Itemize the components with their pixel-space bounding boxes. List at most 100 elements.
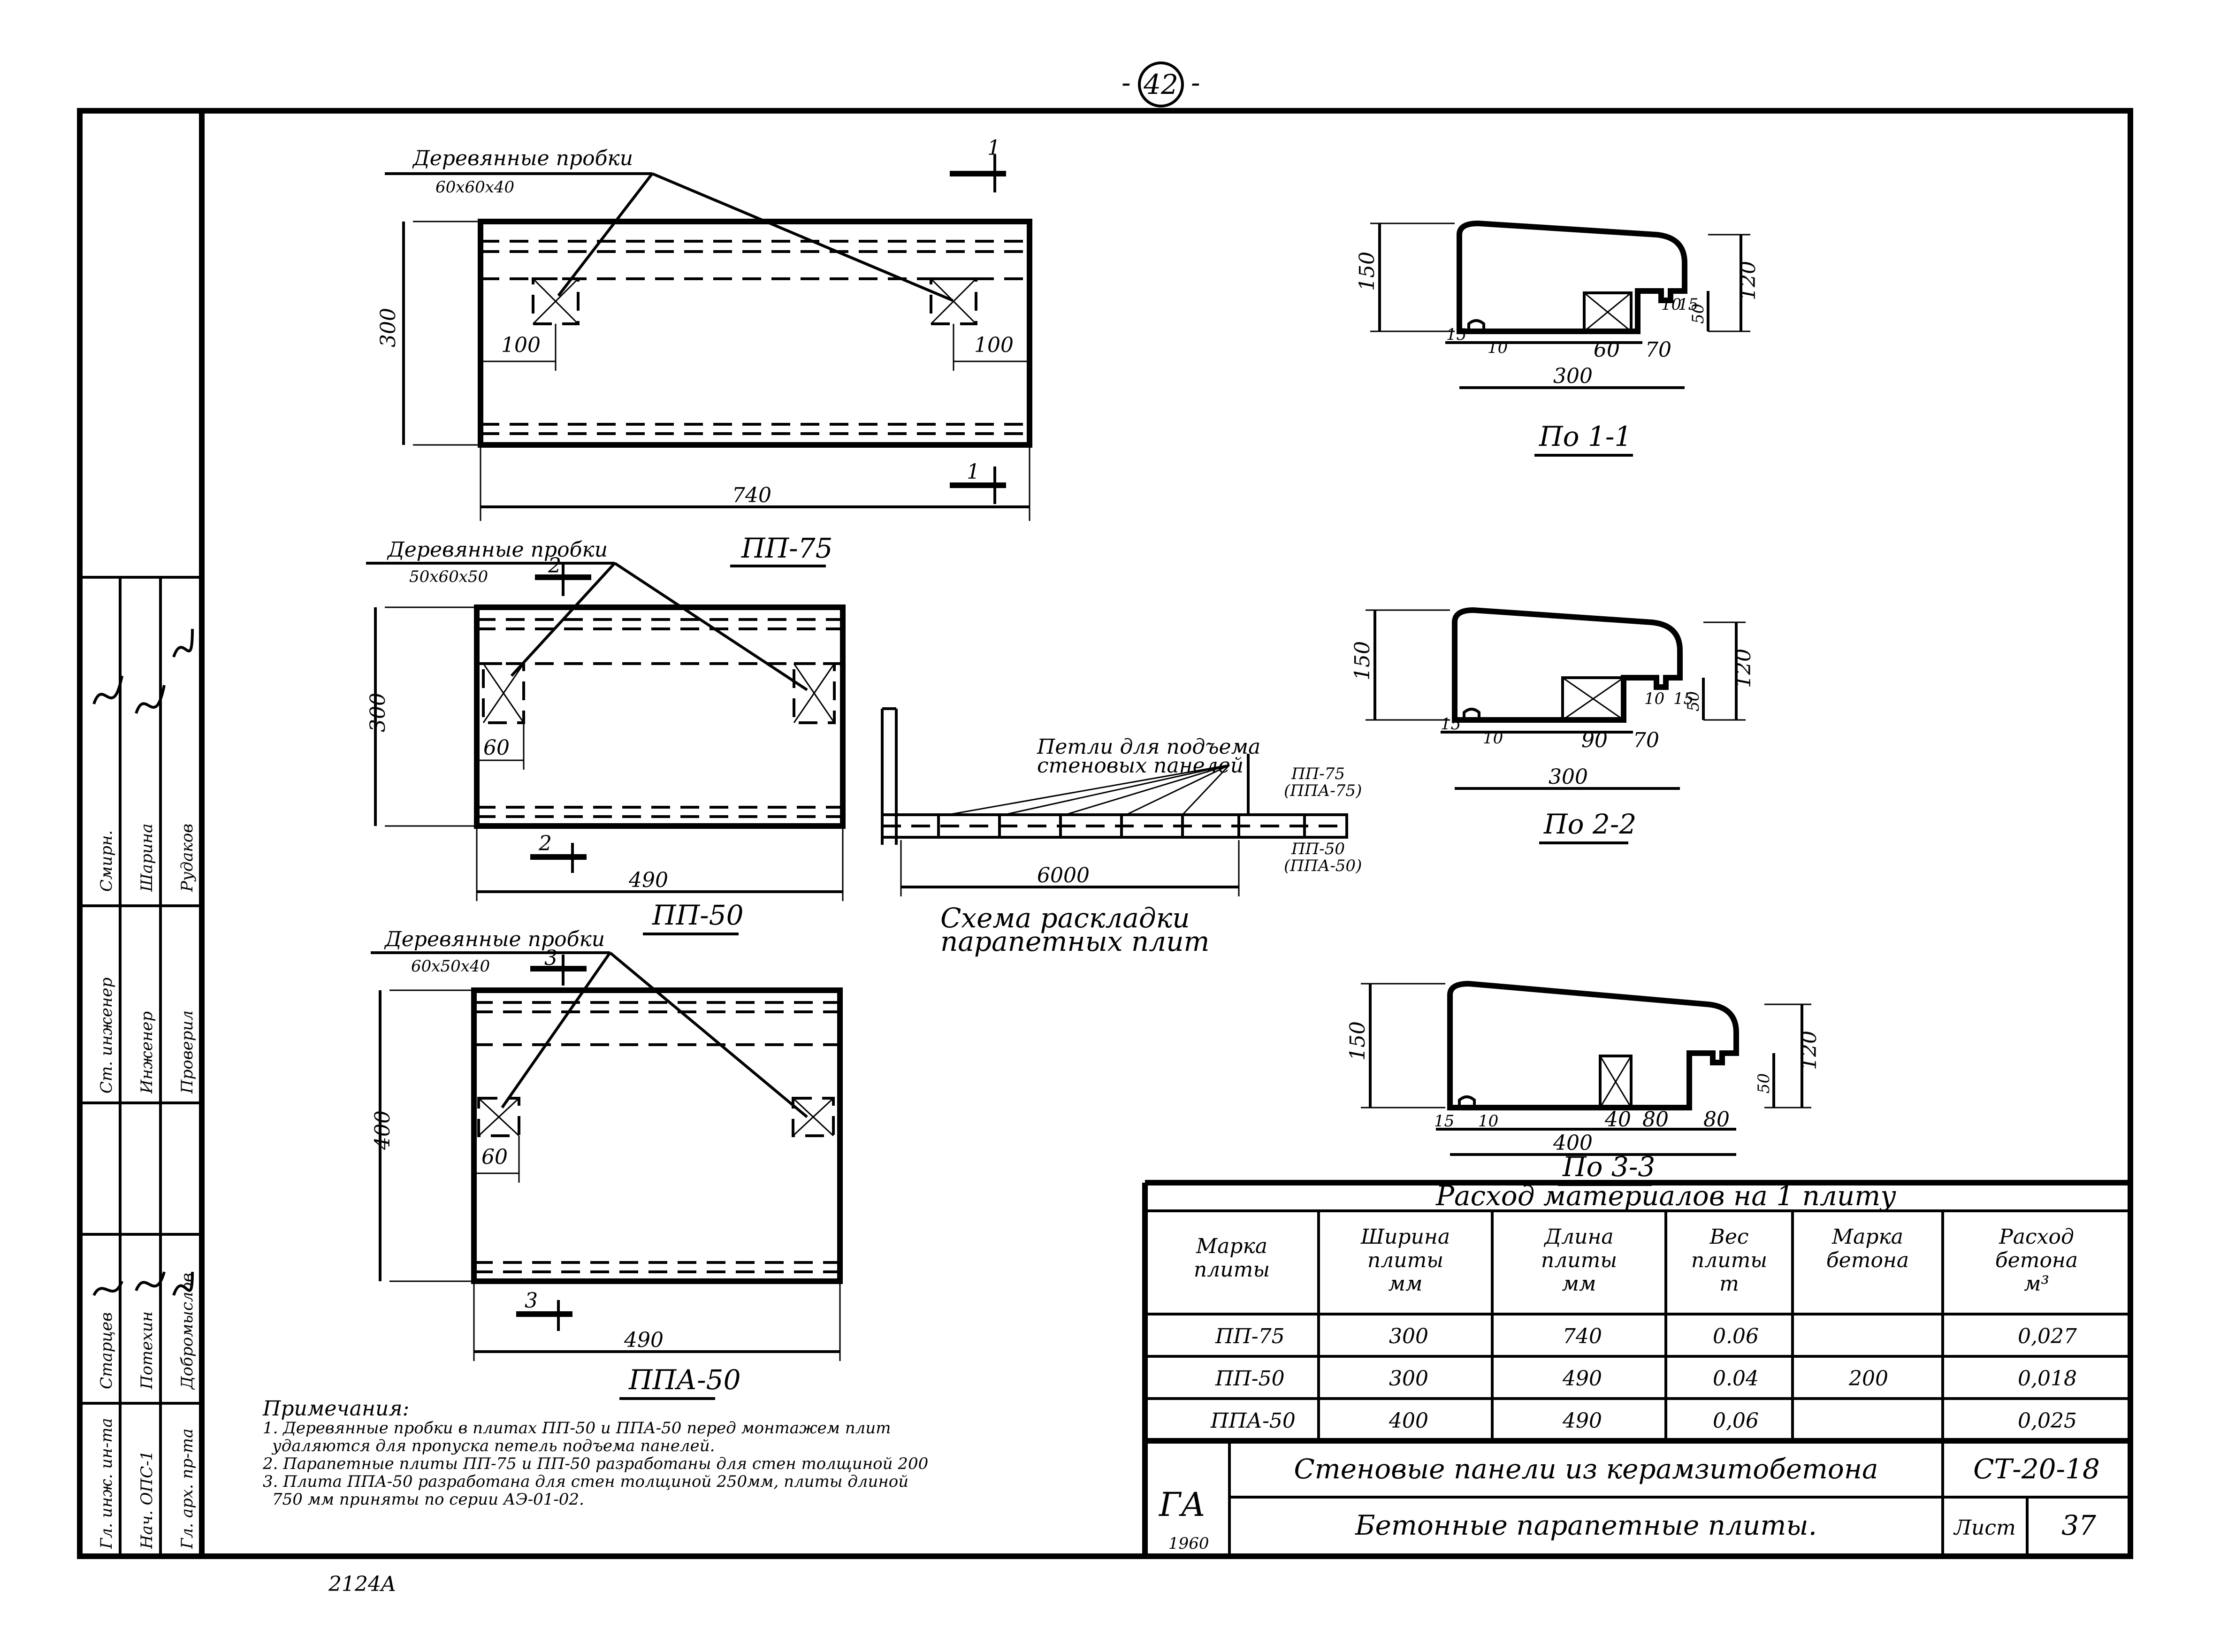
sec3-dim-150: 150 xyxy=(1346,1021,1370,1061)
page-number-circle xyxy=(1138,61,1184,107)
scheme-title-1: Схема раскладки xyxy=(940,902,1190,934)
page-number-dash-left: - xyxy=(1122,67,1131,99)
sec1-dim-10: 10 xyxy=(1488,338,1508,357)
th-grade-1: Марка xyxy=(1831,1225,1903,1249)
title-sheet-label: Лист xyxy=(1953,1516,2015,1540)
ppa50-section-mark-top: 3 xyxy=(544,946,557,970)
sec1-dim-150: 150 xyxy=(1355,252,1379,291)
sec1-dim-15b: 15 xyxy=(1678,295,1698,314)
pp50-plugs-label: Деревянные пробки xyxy=(387,538,608,562)
pp75-plug-left xyxy=(532,277,580,325)
scheme-dim: 6000 xyxy=(1037,864,1090,887)
table-row-2-width: 300 xyxy=(1389,1367,1428,1391)
title-block: ГА 1960 Стеновые панели из керамзитобето… xyxy=(1158,1441,2130,1556)
pp50-dim-height: 300 xyxy=(366,693,390,732)
pp75-plugs-size: 60x60x40 xyxy=(435,178,514,197)
table-row-3-length: 490 xyxy=(1562,1409,1602,1433)
table-row-2-length: 490 xyxy=(1562,1367,1602,1391)
sec2-dim-50: 50 xyxy=(1684,691,1703,711)
stamp-role-2: Нач. ОПС-1 xyxy=(137,1451,156,1549)
sec1-dim-120: 120 xyxy=(1736,261,1760,300)
th-length-1: Длина xyxy=(1543,1225,1613,1249)
sec2-dim-70: 70 xyxy=(1633,728,1659,752)
stamp-name-1: Старцев xyxy=(97,1312,116,1389)
note-line-1: 1. Деревянные пробки в плитах ПП-50 и ПП… xyxy=(263,1419,891,1438)
ppa50-plugs-size: 60x50x40 xyxy=(411,957,490,976)
ppa50-title: ППА-50 xyxy=(628,1364,741,1396)
pp50-outline xyxy=(474,604,846,829)
sec2-dim-15: 15 xyxy=(1441,715,1461,734)
side-stamp: Гл. инж. ин-та Нач. ОПС-1 Гл. арх. пр-та… xyxy=(80,576,202,1556)
pp50-dim-length: 490 xyxy=(628,868,668,892)
th-mark-2: плиты xyxy=(1194,1258,1270,1282)
note-line-2: удаляются для пропуска петель подъема па… xyxy=(271,1437,715,1455)
th-width-3: мм xyxy=(1389,1272,1423,1296)
pp50-plug-left xyxy=(482,662,525,724)
pp75-section-mark-bottom: 1 xyxy=(967,460,980,484)
th-mark-1: Марка xyxy=(1196,1234,1267,1258)
pp75-plug-right xyxy=(930,277,977,325)
pp75-outline xyxy=(478,219,1032,448)
table-row-1-mark: ПП-75 xyxy=(1215,1324,1285,1348)
materials-table: Расход материалов на 1 плиту Марка плиты… xyxy=(1142,1180,2130,1556)
pp50-title: ПП-50 xyxy=(652,899,744,931)
title-code: СТ-20-18 xyxy=(1973,1453,2100,1485)
stamp-name2-1: Смирн. xyxy=(97,830,116,892)
sec1-dim-70: 70 xyxy=(1645,338,1671,362)
table-row-1-width: 300 xyxy=(1389,1324,1428,1348)
ppa50-outline xyxy=(471,987,843,1284)
scheme-label-bot-1: ПП-50 xyxy=(1291,840,1345,858)
table-row-2-weight: 0.04 xyxy=(1713,1367,1759,1391)
th-length-2: плиты xyxy=(1541,1248,1617,1272)
stamp-role-3: Гл. арх. пр-та xyxy=(178,1429,197,1549)
pp75-section-mark-top: 1 xyxy=(987,136,1000,160)
sheet-frame xyxy=(77,108,2133,1559)
page-number: 42 xyxy=(1143,69,1178,100)
sec2-dim-150: 150 xyxy=(1351,641,1374,681)
page-number-dash-right: - xyxy=(1191,67,1200,99)
sec2-dim-10: 10 xyxy=(1483,729,1503,748)
sec2-dim-90: 90 xyxy=(1581,728,1608,752)
scheme-loops-label-1: Петли для подъема xyxy=(1037,735,1260,759)
sec3-dim-50: 50 xyxy=(1755,1073,1773,1094)
pp75-title: ПП-75 xyxy=(741,532,833,564)
sec2-title: По 2-2 xyxy=(1543,808,1636,840)
plan-ppa50: Деревянные пробки 60x50x40 3 400 60 3 49… xyxy=(371,927,843,1400)
title-sheet-title: Бетонные парапетные плиты. xyxy=(1355,1509,1817,1541)
sec1-dim-50: 50 xyxy=(1689,304,1708,324)
table-row-2-consumption: 0,018 xyxy=(2018,1367,2077,1391)
stamp-name-3: Добромыслов xyxy=(178,1273,197,1390)
note-line-3: 2. Парапетные плиты ПП-75 и ПП-50 разраб… xyxy=(262,1454,928,1473)
notes-block: Примечания: 1. Деревянные пробки в плита… xyxy=(262,1397,928,1509)
pp50-section-mark-top: 2 xyxy=(548,554,561,578)
table-row-1-weight: 0.06 xyxy=(1713,1324,1759,1348)
signature-marks-1 xyxy=(92,1271,194,1296)
ppa50-plug-right xyxy=(792,1097,835,1137)
pp50-plugs-size: 50x60x50 xyxy=(409,567,488,586)
scheme-label-bot-2: (ППА-50) xyxy=(1284,857,1362,875)
pp75-dim-right-offset: 100 xyxy=(974,333,1014,357)
ppa50-plugs-label: Деревянные пробки xyxy=(384,927,605,951)
ppa50-dim-height: 400 xyxy=(371,1110,395,1150)
stamp-name2-3: Рудаков xyxy=(178,824,197,892)
title-sheet-number: 37 xyxy=(2061,1509,2096,1541)
th-consumption-3: м³ xyxy=(2024,1272,2049,1296)
table-row-1-consumption: 0,027 xyxy=(2018,1324,2077,1348)
pp50-dim-offset: 60 xyxy=(483,736,510,760)
note-line-5: 750 мм приняты по серии АЭ-01-02. xyxy=(272,1490,584,1509)
sec2-dim-300: 300 xyxy=(1549,765,1588,789)
sec3-dim-80b: 80 xyxy=(1703,1108,1730,1132)
stamp-role2-2: Инженер xyxy=(137,1011,156,1094)
sec2-dim-10b: 10 xyxy=(1644,689,1664,708)
sec3-dim-400: 400 xyxy=(1553,1131,1593,1155)
table-row-3-mark: ППА-50 xyxy=(1210,1409,1296,1433)
stamp-role2-3: Проверил xyxy=(178,1010,197,1094)
table-row-3-width: 400 xyxy=(1389,1409,1428,1433)
table-row-3-weight: 0,06 xyxy=(1713,1409,1759,1433)
sec3-title: По 3-3 xyxy=(1562,1151,1655,1183)
sec3-dim-40: 40 xyxy=(1604,1108,1631,1132)
sec1-dim-10b: 10 xyxy=(1661,295,1681,314)
stamp-role2-1: Ст. инженер xyxy=(97,978,116,1094)
sec1-dim-60: 60 xyxy=(1594,338,1620,362)
